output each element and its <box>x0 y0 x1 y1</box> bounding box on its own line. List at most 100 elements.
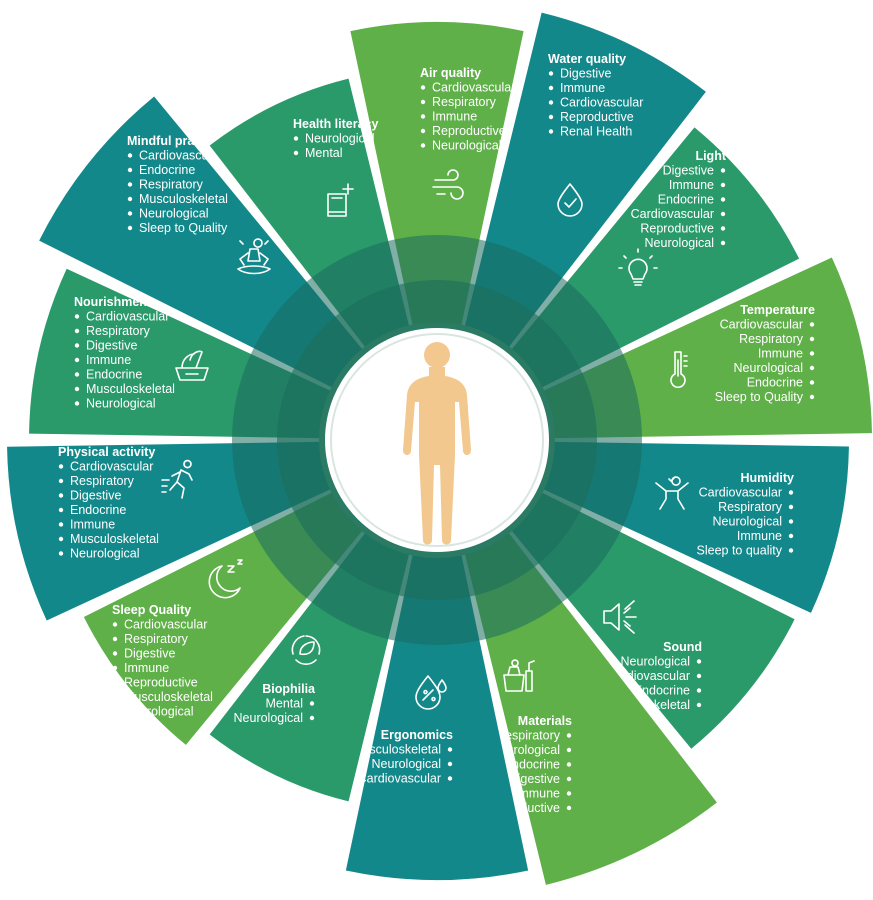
list-bullet <box>720 197 726 202</box>
list-bullet <box>127 167 133 173</box>
list-bullet <box>420 114 426 119</box>
cleaning-supplies-icon <box>503 659 535 692</box>
list-bullet <box>127 182 133 187</box>
segment-list-item: Cardiovascular <box>720 318 803 332</box>
lightbulb-icon <box>618 248 658 286</box>
human-figure-icon <box>403 342 471 545</box>
segment-list-item: Immune <box>70 518 115 532</box>
segment-list-item: Musculoskeletal <box>86 382 175 396</box>
segment-list-item: Digestive <box>560 67 611 81</box>
segment-list-item: Digestive <box>70 489 121 503</box>
leaf-cycle-icon <box>291 635 321 665</box>
list-bullet <box>548 85 554 91</box>
segment-list-item: Immune <box>515 787 560 801</box>
meditation-icon <box>237 238 271 275</box>
segment-title: Sleep Quality <box>112 603 191 617</box>
segment-list-item: Neurological <box>124 705 193 719</box>
list-bullet <box>420 99 426 105</box>
list-bullet <box>566 747 572 753</box>
segment-list-item: Neurological <box>621 655 690 669</box>
list-bullet <box>788 533 794 539</box>
wind-icon <box>432 169 464 200</box>
list-bullet <box>112 651 118 656</box>
water-drop-icon <box>557 183 583 217</box>
segment-title: Light <box>695 149 726 163</box>
segment-list-item: Endocrine <box>658 193 714 207</box>
segment-title: Temperature <box>740 303 815 317</box>
segment-list-item: Neurological <box>645 236 714 250</box>
segment-list-item: Immune <box>737 529 782 543</box>
list-bullet <box>112 709 118 714</box>
list-bullet <box>127 225 133 231</box>
segment-title: Health literacy <box>293 117 379 131</box>
segment-list-item: Endocrine <box>747 376 803 390</box>
segment-list-item: Respiratory <box>718 500 783 514</box>
list-bullet <box>566 776 572 782</box>
list-bullet <box>566 791 572 796</box>
list-bullet <box>58 464 64 469</box>
list-bullet <box>112 665 118 671</box>
segment-list-item: Renal Health <box>560 125 632 139</box>
segment-list-item: Endocrine <box>139 163 195 177</box>
segment-list-item: Neurological <box>234 711 303 725</box>
segment-title: Physical activity <box>58 445 155 459</box>
segment-list-item: Neurological <box>305 132 374 146</box>
list-bullet <box>809 394 815 400</box>
list-bullet <box>720 211 726 217</box>
segment-title: Air quality <box>420 66 481 80</box>
segment-title: Water quality <box>548 52 626 66</box>
list-bullet <box>720 182 726 188</box>
segment-list-item: Cardiovascular <box>699 486 782 500</box>
segment-air-quality: Air qualityCardiovascularRespiratoryImmu… <box>350 22 524 441</box>
list-bullet <box>112 622 118 627</box>
list-bullet <box>809 336 815 342</box>
segment-list-item: Cardiovascular <box>86 310 169 324</box>
segment-list-item: Digestive <box>663 164 714 178</box>
list-bullet <box>720 168 726 173</box>
segment-list-item: Respiratory <box>496 729 561 743</box>
food-basket-icon <box>175 350 209 381</box>
list-bullet <box>788 548 794 553</box>
list-bullet <box>58 493 64 498</box>
list-bullet <box>696 688 702 693</box>
list-bullet <box>788 519 794 524</box>
segment-list-item: Immune <box>124 661 169 675</box>
segment-list-item: Endocrine <box>634 684 690 698</box>
list-bullet <box>447 776 453 781</box>
segment-list-item: Musculoskeletal <box>70 532 159 546</box>
segment-list-item: Immune <box>86 353 131 367</box>
segment-list-item: Sleep to Quality <box>715 390 804 404</box>
segment-list-item: Respiratory <box>70 474 135 488</box>
drops-percent-icon <box>415 675 447 710</box>
segment-list-item: Cardiovascular <box>139 149 222 163</box>
list-bullet <box>309 715 315 721</box>
list-bullet <box>809 351 815 356</box>
list-bullet <box>548 71 554 76</box>
segment-wedge-ergonomics <box>345 440 529 880</box>
segment-list-item: Musculoskeletal <box>352 743 441 757</box>
list-bullet <box>74 328 80 334</box>
segment-list-item: Cardiovascular <box>70 460 153 474</box>
segment-title: Biophilia <box>262 682 316 696</box>
segment-list-item: Sleep to quality <box>697 544 783 558</box>
segment-list-item: Reproductive <box>432 124 506 138</box>
segment-list-item: Cardiovascular <box>560 96 643 110</box>
segment-list-item: Musculoskeletal <box>124 690 213 704</box>
list-bullet <box>112 694 118 700</box>
segment-list-item: Digestive <box>509 772 560 786</box>
segment-list-item: Immune <box>758 347 803 361</box>
segment-list-item: Neurological <box>491 743 560 757</box>
segment-list-item: Neurological <box>713 515 782 529</box>
segment-list-item: Respiratory <box>432 95 497 109</box>
list-bullet <box>74 401 80 406</box>
list-bullet <box>127 211 133 216</box>
list-bullet <box>696 702 702 708</box>
segment-title: Nourishment <box>74 295 152 309</box>
segment-list-item: Neurological <box>86 397 155 411</box>
segment-list-item: Cardiovascular <box>607 669 690 683</box>
list-bullet <box>548 129 554 134</box>
segment-list-item: Sleep to Quality <box>139 221 228 235</box>
segment-list-item: Cardiovascular <box>631 207 714 221</box>
list-bullet <box>420 143 426 148</box>
